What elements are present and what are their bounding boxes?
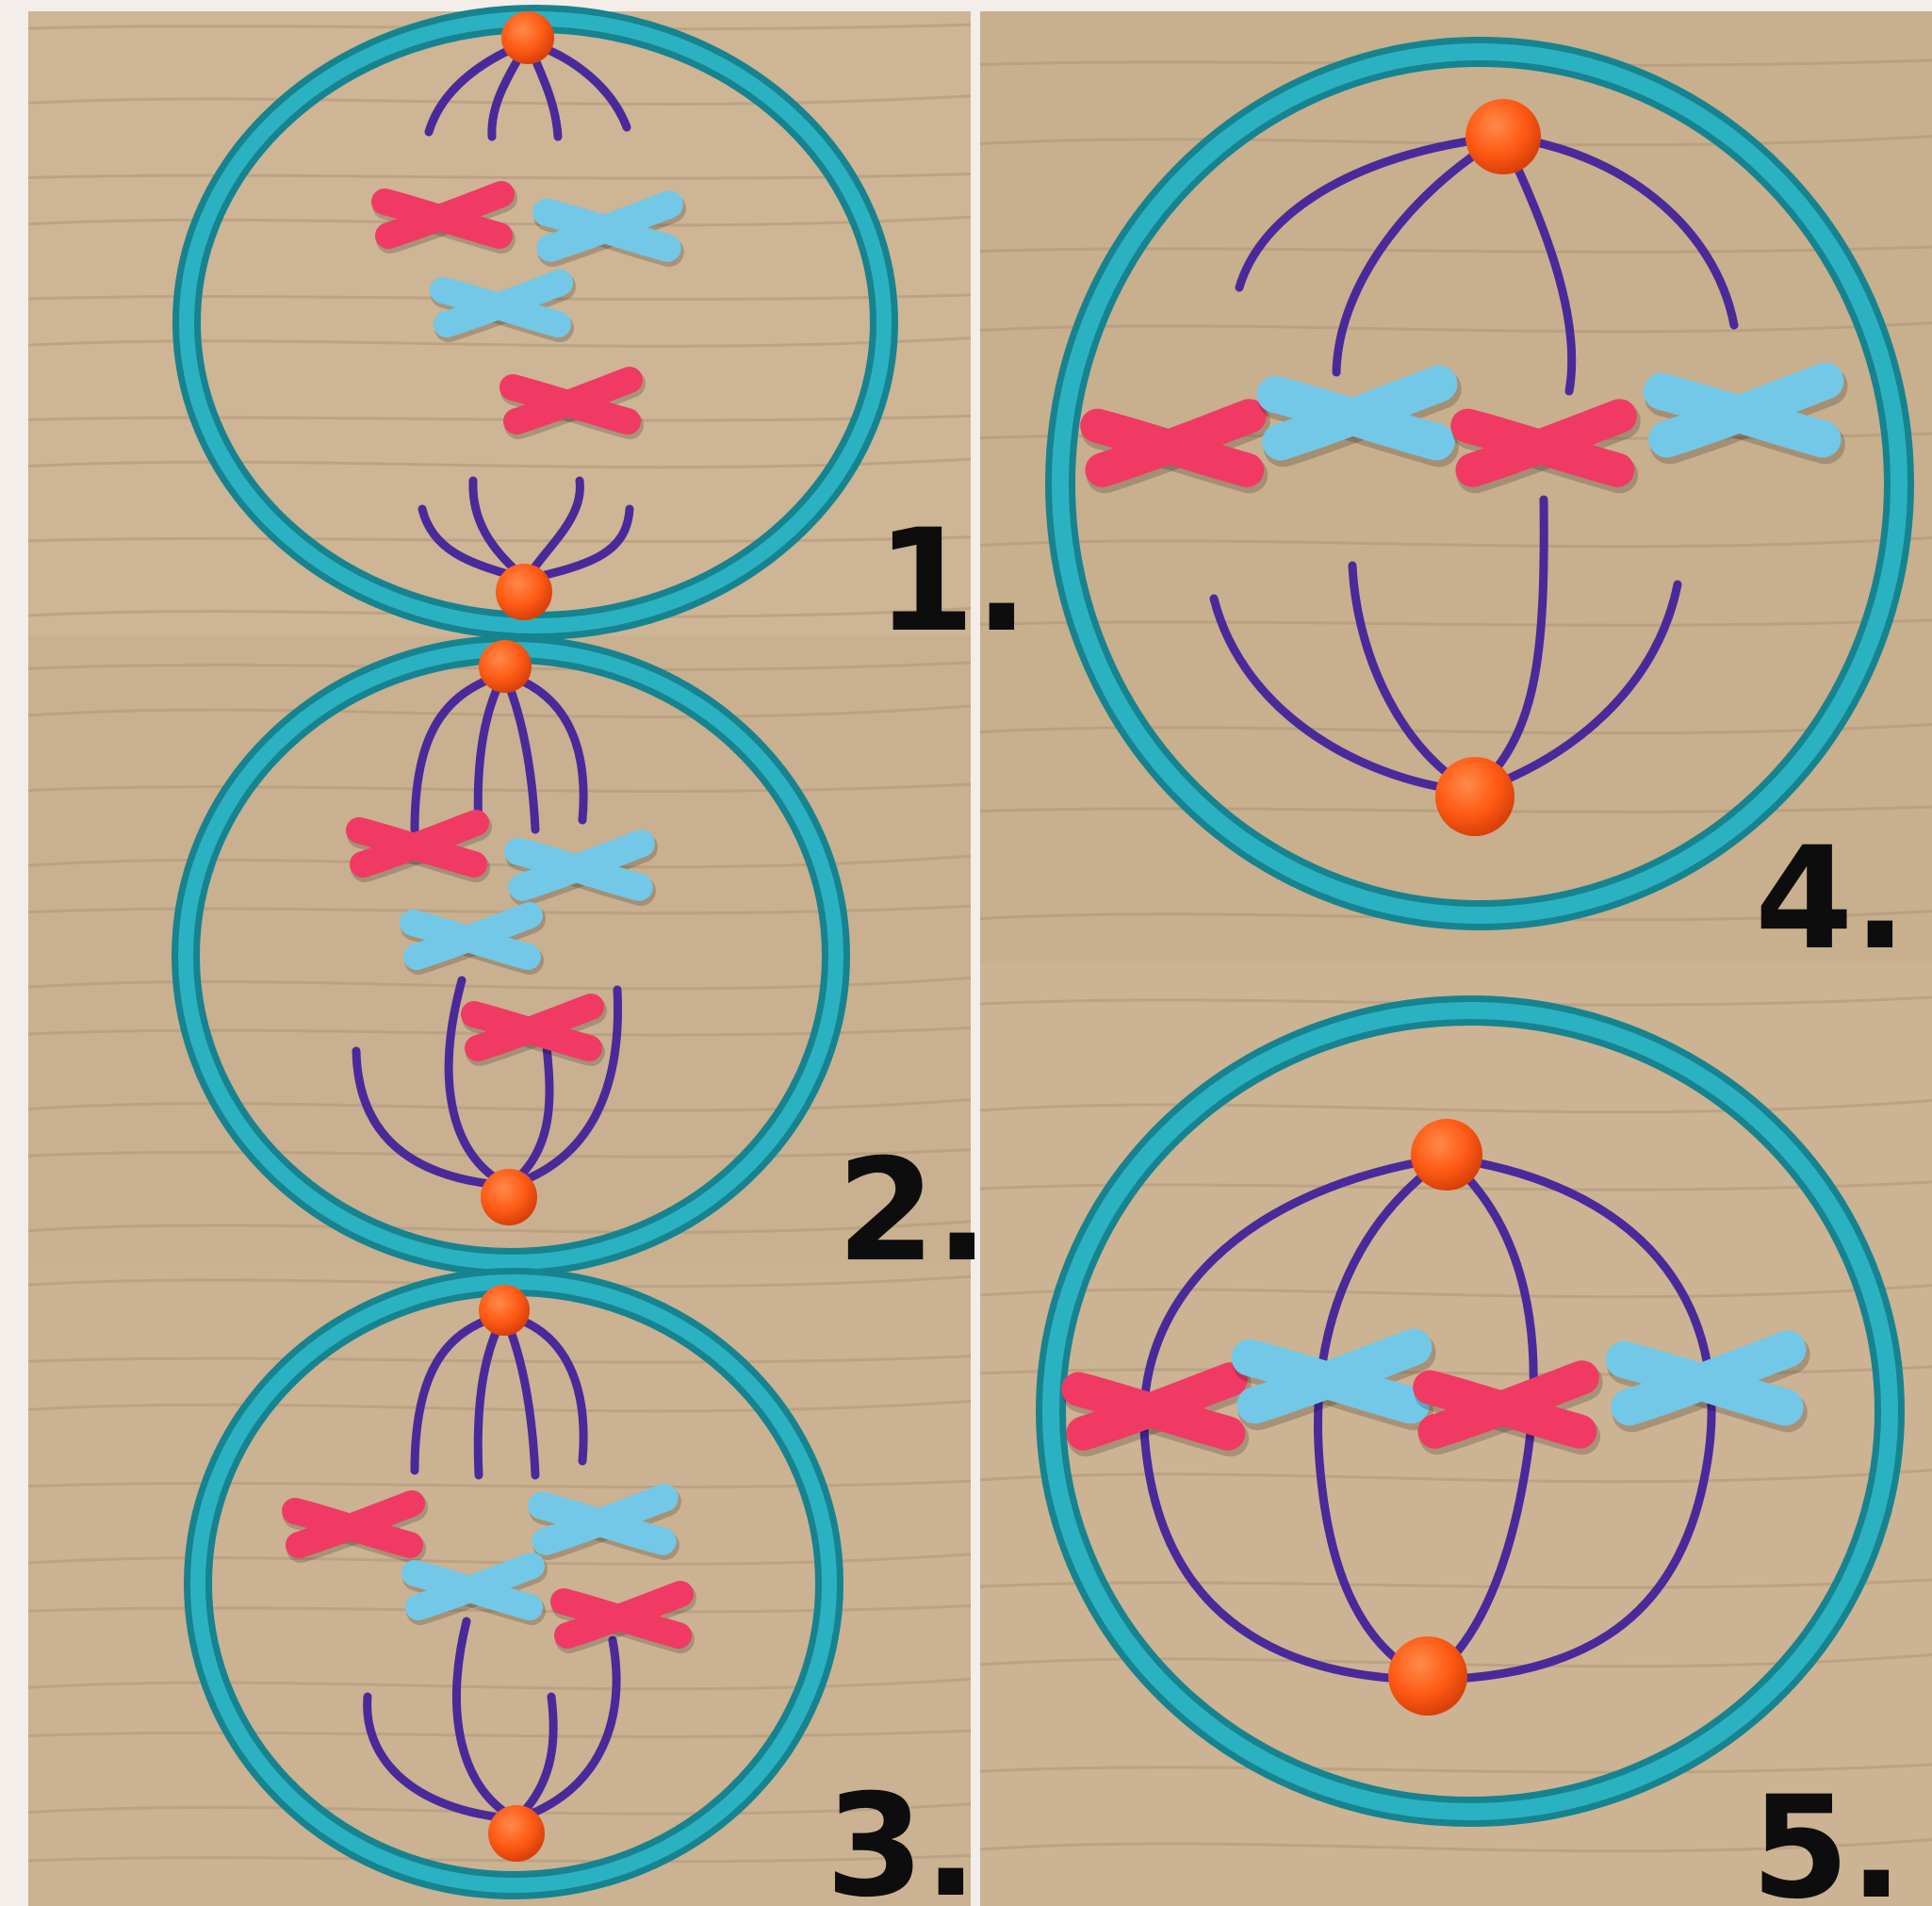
centrosome-top — [479, 640, 532, 693]
centrosome-top — [1411, 1119, 1482, 1191]
centrosome-top — [501, 11, 554, 64]
panel-label: 4. — [1755, 817, 1907, 981]
centrosome-top — [1465, 99, 1541, 174]
panel-label: 3. — [826, 1765, 977, 1906]
centrosome-bottom — [481, 1169, 537, 1225]
centrosome-bottom — [488, 1805, 545, 1862]
centrosome-bottom — [496, 564, 552, 620]
wood-background — [28, 11, 1932, 1906]
centrosome-bottom — [1388, 1636, 1467, 1716]
centrosome-bottom — [1435, 757, 1514, 836]
centrosome-top — [479, 1285, 530, 1336]
column-divider — [971, 11, 980, 1906]
panel-label: 1. — [876, 500, 1028, 664]
panel-label: 5. — [1751, 1766, 1903, 1906]
panel-label: 2. — [837, 1129, 989, 1293]
